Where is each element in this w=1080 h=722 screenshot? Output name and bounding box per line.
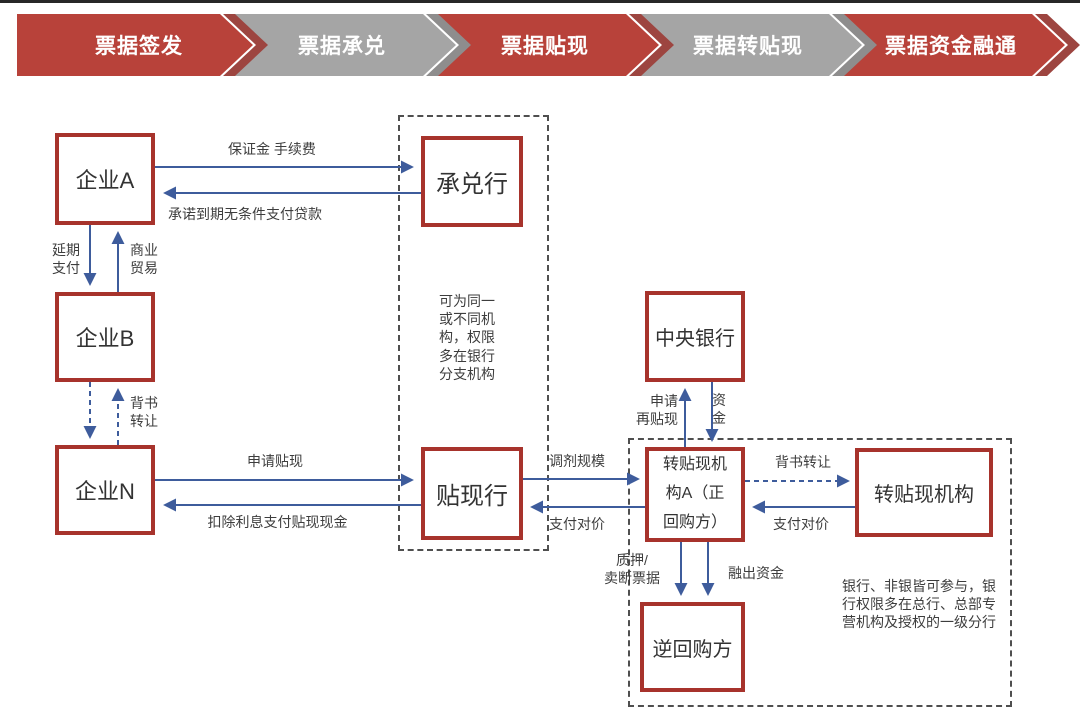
node-rediscount-institution-A: 转贴现机 构A（正 回购方） [645, 447, 745, 542]
node-reverse-repo-party: 逆回购方 [640, 602, 745, 692]
edge-label-lend-funds: 融出资金 [728, 565, 784, 581]
node-rediscount-institution: 转贴现机构 [855, 448, 993, 537]
edge-label-endorsement-transfer-right: 背书转让 [775, 454, 831, 470]
node-label: 企业A [75, 168, 135, 193]
step-chevron-discount: 票据贴现 [423, 14, 659, 76]
edge-label-deduct-interest: 扣除利息支付贴现现金 [207, 514, 348, 530]
edge-label-deposit-fee: 保证金 手续费 [228, 141, 316, 157]
edge-label-commercial-trade: 商业 贸易 [130, 242, 158, 276]
step-label: 票据签发 [95, 35, 183, 58]
node-label: 企业N [75, 479, 135, 504]
node-label: 逆回购方 [652, 638, 733, 661]
step-label: 票据转贴现 [693, 35, 803, 58]
edge-label-promise-pay: 承诺到期无条件支付贷款 [168, 206, 322, 222]
node-central-bank: 中央银行 [645, 291, 745, 382]
note-same-or-different-institution: 可为同一 或不同机 构，权限 多在银行 分支机构 [439, 293, 495, 382]
node-label: 转贴现机 构A（正 回购方） [662, 456, 727, 531]
acceptor-discounter-group-box [398, 115, 549, 551]
step-chevron-issue: 票据签发 [17, 14, 253, 76]
step-label: 票据承兑 [298, 35, 386, 58]
note-participation-scope: 银行、非银皆可参与，银 行权限多在总行、总部专 营机构及授权的一级分行 [842, 578, 996, 631]
edge-label-pledge-outright-sale: 质押/ 卖断票据 [604, 552, 660, 586]
top-border-line [0, 0, 1080, 3]
step-chevron-accept: 票据承兑 [220, 14, 456, 76]
node-label: 企业B [75, 326, 135, 351]
node-discounting-bank: 贴现行 [421, 447, 523, 540]
node-label: 中央银行 [655, 328, 735, 350]
edge-label-pay-consideration-right: 支付对价 [773, 516, 829, 532]
edge-label-apply-discount: 申请贴现 [247, 453, 303, 469]
edge-label-endorsement-transfer-bn: 背书 转让 [130, 395, 158, 429]
node-accepting-bank: 承兑行 [421, 136, 523, 227]
edge-label-funds: 资 金 [712, 392, 726, 426]
edge-label-deferred-payment: 延期 支付 [52, 242, 80, 276]
edge-label-adjust-scale: 调剂规模 [549, 453, 605, 469]
node-label: 贴现行 [436, 483, 508, 510]
edge-label-pay-consideration-left: 支付对价 [549, 516, 605, 532]
step-label: 票据资金融通 [885, 35, 1017, 58]
node-label: 承兑行 [436, 171, 508, 198]
process-step-bar: 票据签发 票据承兑 票据贴现 票据转贴现 票据资金融通 [17, 14, 1063, 76]
step-chevron-funding: 票据资金融通 [829, 14, 1065, 76]
edge-label-apply-rediscount: 申请 再贴现 [636, 393, 678, 427]
node-enterprise-A: 企业A [55, 133, 155, 225]
node-enterprise-N: 企业N [55, 445, 155, 535]
node-label: 转贴现机构 [874, 484, 974, 506]
node-enterprise-B: 企业B [55, 292, 155, 382]
step-label: 票据贴现 [501, 35, 589, 58]
rediscount-group-box [628, 438, 1012, 707]
